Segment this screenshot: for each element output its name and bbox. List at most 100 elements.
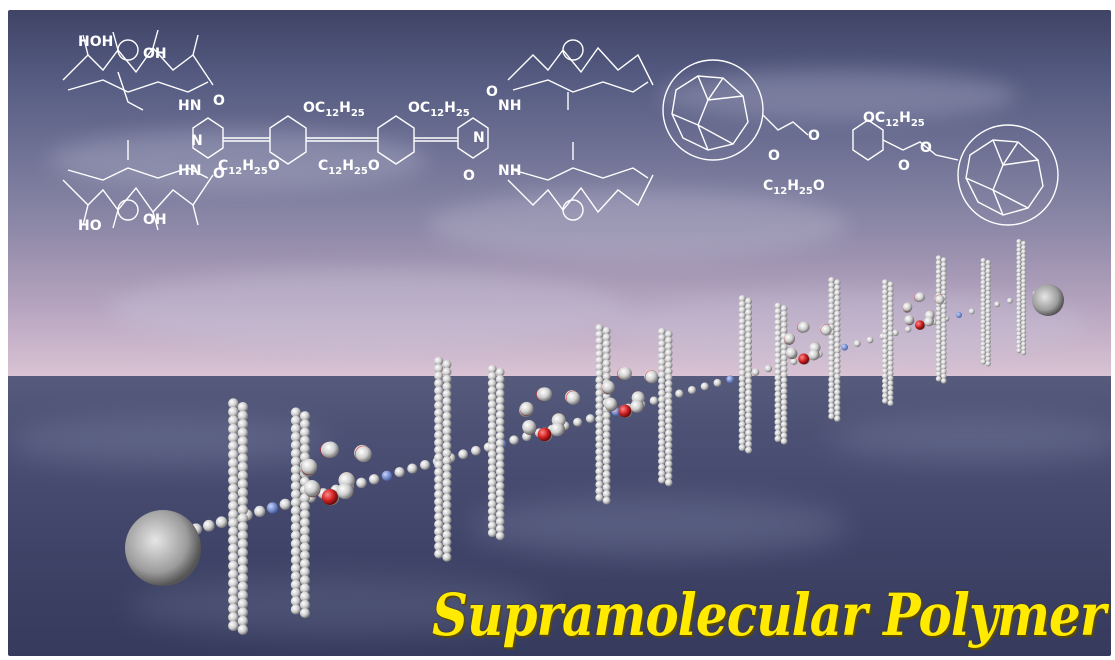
alkyl-atom	[745, 297, 753, 305]
calixarene-atom	[519, 401, 534, 416]
alkyl-atom	[985, 264, 991, 270]
alkyl-atom	[487, 514, 497, 523]
alkyl-atom	[940, 378, 947, 384]
alkyl-atom	[228, 483, 239, 495]
alkyl-atom	[495, 374, 505, 384]
alkyl-atom	[290, 571, 301, 582]
alkyl-atom	[834, 378, 841, 386]
calixarene-atom	[915, 320, 925, 330]
calixarene-atom	[786, 347, 797, 359]
alkyl-atom	[882, 303, 889, 311]
alkyl-atom	[434, 415, 444, 425]
alkyl-atom	[980, 262, 986, 268]
alkyl-atom	[985, 339, 991, 345]
alkyl-atom	[658, 395, 666, 404]
alkyl-atom	[434, 452, 444, 463]
alkyl-atom	[935, 366, 942, 373]
alkyl-atom	[658, 371, 666, 379]
alkyl-atom	[745, 435, 753, 443]
alkyl-atom	[985, 290, 991, 297]
alkyl-atom	[745, 383, 753, 391]
alkyl-atom	[774, 335, 782, 343]
alkyl-atom	[940, 271, 947, 277]
alkyl-atom	[780, 365, 788, 373]
alkyl-atom	[602, 437, 611, 446]
alkyl-atom	[595, 350, 604, 359]
alkyl-atom	[882, 294, 889, 301]
alkyl-atom	[595, 337, 604, 346]
alkyl-atom	[658, 426, 666, 435]
alkyl-atom	[980, 310, 986, 317]
alkyl-atom	[980, 354, 986, 361]
alkyl-atom	[237, 624, 249, 635]
alkyl-atom	[290, 555, 301, 566]
alkyl-atom	[745, 400, 753, 408]
calixarene-atom	[923, 316, 934, 327]
alkyl-atom	[834, 326, 841, 333]
alkyl-atom	[738, 358, 746, 366]
alkyl-atom	[434, 423, 444, 433]
sky-background	[8, 10, 1111, 376]
alkyl-atom	[290, 514, 301, 525]
alkyl-atom	[935, 352, 942, 359]
alkyl-atom	[935, 255, 942, 261]
alkyl-atom	[882, 279, 889, 286]
backbone-atom	[1007, 297, 1013, 304]
alkyl-atom	[1016, 238, 1022, 245]
alkyl-atom	[487, 400, 497, 410]
alkyl-atom	[228, 458, 239, 469]
alkyl-atom	[882, 318, 889, 325]
backbone-atom	[687, 385, 697, 395]
alkyl-atom	[882, 363, 889, 370]
alkyl-atom	[834, 289, 841, 297]
alkyl-atom	[595, 363, 604, 372]
alkyl-atom	[664, 367, 673, 376]
alkyl-atom	[985, 273, 991, 279]
alkyl-atom	[780, 382, 788, 390]
alkyl-atom	[442, 404, 452, 414]
alkyl-atom	[495, 496, 505, 505]
alkyl-atom	[658, 352, 666, 361]
alkyl-atom	[487, 492, 497, 502]
alkyl-atom	[985, 334, 991, 340]
oc-top-left-label: OC12H25	[303, 100, 365, 119]
alkyl-atom	[1016, 331, 1022, 337]
alkyl-atom	[834, 331, 841, 339]
calixarene-atom	[904, 315, 914, 325]
alkyl-atom	[780, 421, 788, 429]
alkyl-atom	[602, 483, 611, 492]
alkyl-atom	[980, 332, 986, 339]
alkyl-atom	[738, 381, 746, 389]
alkyl-atom	[882, 348, 889, 355]
alkyl-atom	[658, 377, 666, 385]
backbone-atom	[458, 449, 469, 460]
alkyl-atom	[935, 343, 942, 350]
alkyl-atom	[595, 389, 604, 398]
backbone-atom	[394, 467, 405, 478]
sea-background	[8, 376, 1111, 656]
alkyl-atom	[299, 599, 310, 610]
alkyl-atom	[228, 466, 239, 478]
alkyl-atom	[738, 392, 746, 400]
alkyl-atom	[940, 336, 947, 342]
alkyl-atom	[935, 273, 942, 280]
alkyl-atom	[237, 598, 249, 610]
alkyl-atom	[434, 512, 444, 522]
alkyl-atom	[935, 269, 942, 275]
alkyl-atom	[290, 579, 301, 590]
alkyl-atom	[780, 354, 788, 362]
alkyl-atom	[887, 301, 894, 308]
alkyl-atom	[1021, 253, 1027, 259]
alkyl-atom	[738, 363, 746, 371]
alkyl-atom	[834, 363, 841, 370]
calixarene-atom	[301, 458, 318, 475]
alkyl-atom	[658, 457, 666, 466]
alkyl-atom	[828, 276, 835, 284]
alkyl-atom	[1021, 345, 1027, 351]
alkyl-atom	[887, 350, 894, 357]
alkyl-atom	[290, 481, 301, 492]
alkyl-atom	[595, 408, 604, 417]
alkyl-atom	[834, 373, 841, 380]
alkyl-atom	[745, 349, 753, 357]
alkyl-atom	[774, 319, 782, 326]
